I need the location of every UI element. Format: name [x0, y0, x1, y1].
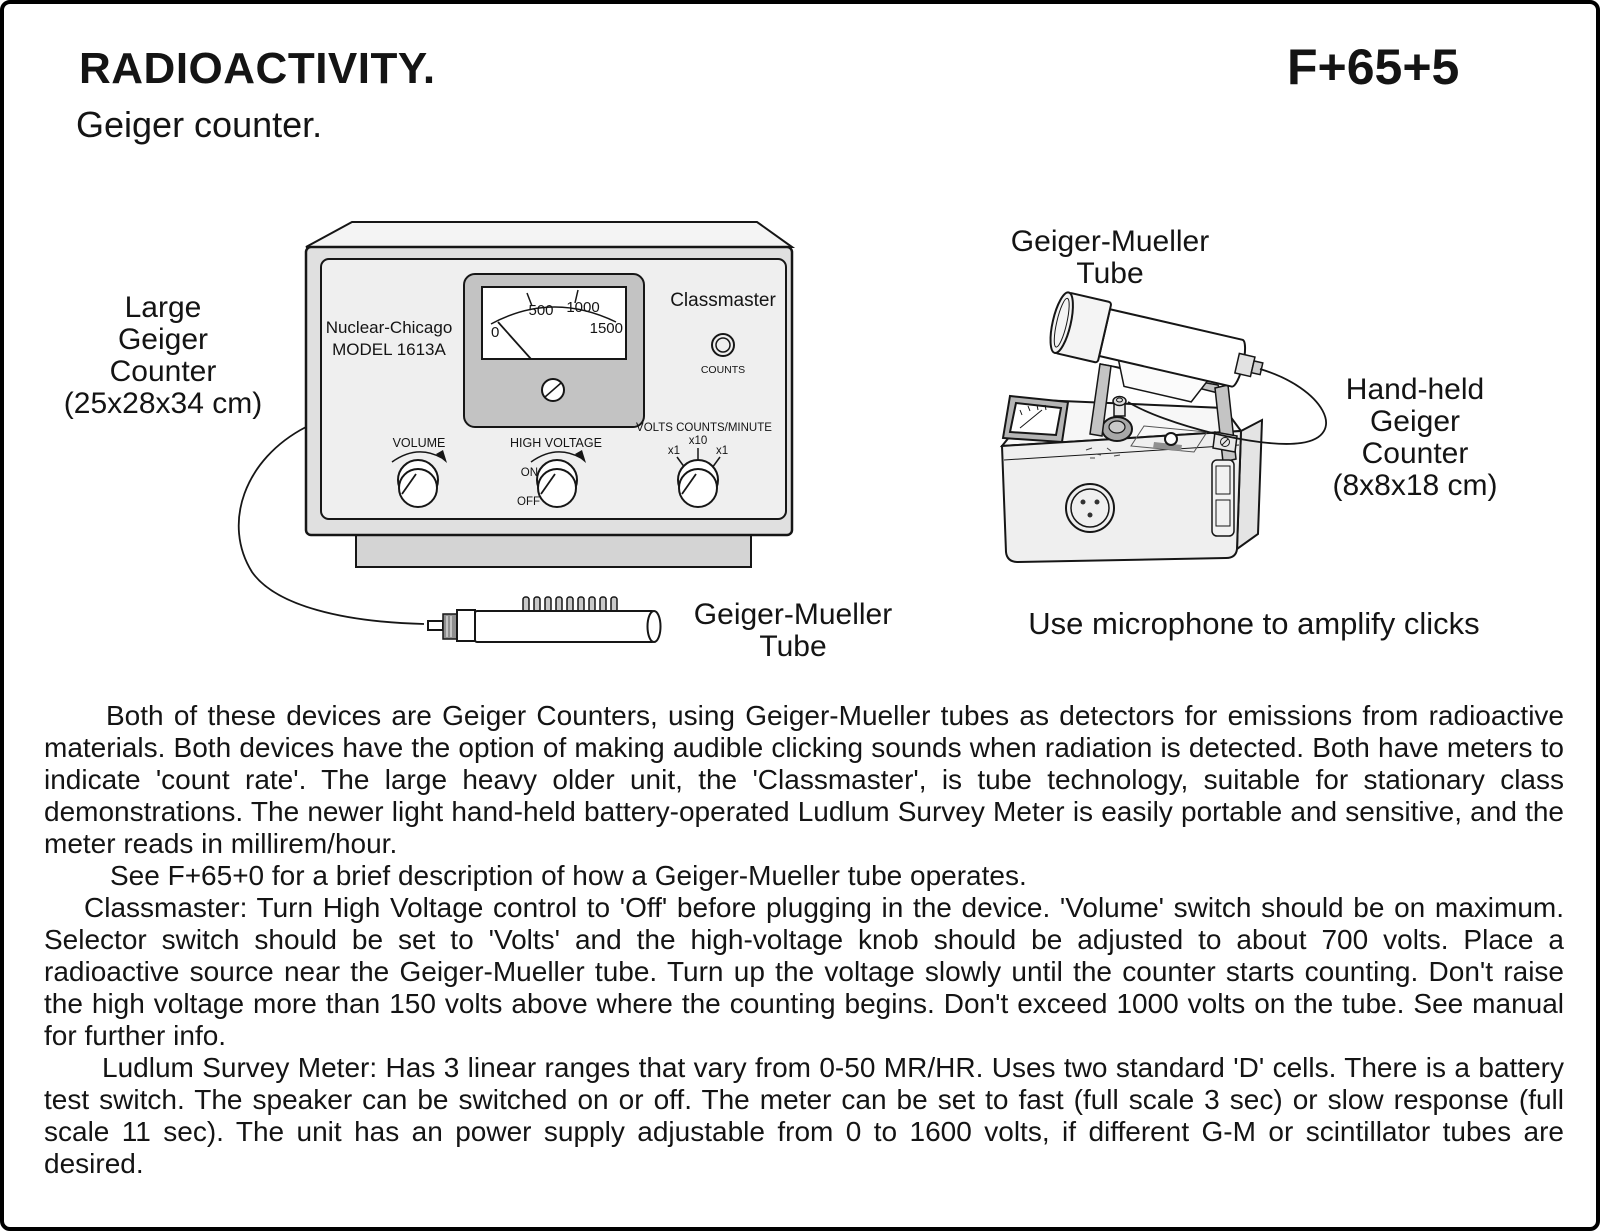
- counts-lamp: [711, 333, 735, 357]
- range-selector-knob: x1 x10 x1: [668, 435, 728, 508]
- selector-label: VOLTS COUNTS/MINUTE: [636, 422, 772, 434]
- volume-label: VOLUME: [393, 436, 446, 450]
- high-voltage-knob: HIGH VOLTAGE ON OFF: [510, 436, 602, 508]
- model-name: Classmaster: [670, 290, 776, 311]
- body-paragraph-ludlum: Ludlum Survey Meter: Has 3 linear ranges…: [44, 1052, 1564, 1179]
- handheld-counter-caption: Hand-held Geiger Counter (8x8x18 cm): [1332, 373, 1498, 502]
- gm-tube-caption-left: Geiger-Mueller Tube: [693, 598, 893, 663]
- meter-scale-500: 500: [528, 302, 553, 319]
- knob-pointer: [681, 473, 697, 495]
- box-front: [1000, 429, 1243, 564]
- tube-fins: [522, 596, 618, 613]
- connector-post: [1112, 395, 1127, 417]
- meter-scale-arc: [490, 306, 617, 325]
- meter-window: [481, 286, 627, 360]
- meter-scale-1000: 1000: [566, 299, 599, 316]
- large-counter-caption: Large Geiger Counter (25x28x34 cm): [63, 291, 263, 420]
- rotate-arrow-icon: [391, 451, 443, 463]
- side-latch: [1211, 459, 1235, 537]
- tube-end-cap: [1049, 291, 1074, 354]
- meter-needle: [497, 321, 532, 360]
- body-text: Both of these devices are Geiger Counter…: [44, 700, 1564, 1180]
- arrowhead: [436, 450, 447, 463]
- chassis-base: [355, 533, 752, 568]
- body-paragraph-reference: See F+65+0 for a brief description of ho…: [110, 860, 1027, 891]
- meter-tick: [574, 289, 579, 304]
- brand-name: Nuclear-Chicago: [326, 318, 453, 337]
- classmaster-unit-drawing: 0 500 1000 1500 Nuclear-Chicago MODEL 16…: [237, 221, 796, 625]
- knob-pointer: [540, 473, 556, 495]
- on-label: ON: [521, 467, 538, 479]
- screw-slot: [544, 382, 562, 398]
- tube-end: [646, 610, 662, 643]
- lid-rim: [1003, 444, 1240, 461]
- catalog-code: F+65+5: [1287, 39, 1460, 95]
- probe-cable: [237, 426, 425, 625]
- analog-meter: 0 500 1000 1500: [463, 273, 645, 428]
- gm-tube-probe: [427, 596, 662, 643]
- body-paragraph-overview: Both of these devices are Geiger Counter…: [44, 700, 1564, 859]
- gm-tube-caption-right: Geiger-Mueller Tube: [1010, 225, 1210, 290]
- figure-area: 0 500 1000 1500 Nuclear-Chicago MODEL 16…: [4, 184, 1596, 676]
- strap-hinge: [1212, 431, 1238, 453]
- tube-tip: [1250, 360, 1264, 376]
- high-voltage-label: HIGH VOLTAGE: [510, 436, 602, 450]
- meter-scale-1500: 1500: [590, 320, 623, 337]
- arrowhead: [575, 450, 586, 463]
- handheld-meter: [1001, 394, 1070, 444]
- knob-pointer: [401, 473, 417, 495]
- speaker-grille: [1065, 483, 1115, 533]
- page-subtitle: Geiger counter.: [76, 104, 323, 145]
- selector-x1-right: x1: [716, 445, 728, 457]
- meter-scale-0: 0: [491, 324, 499, 341]
- rotate-arrow-icon: [530, 451, 582, 463]
- handheld-unit-drawing: [999, 291, 1327, 564]
- handheld-gm-tube: [1049, 291, 1264, 403]
- cabinet-top: [305, 221, 796, 248]
- reset-button: [1164, 432, 1178, 446]
- microphone-note: Use microphone to amplify clicks: [1028, 606, 1480, 641]
- figure-drawing: 0 500 1000 1500 Nuclear-Chicago MODEL 16…: [237, 221, 1327, 643]
- tube-cable: [1127, 368, 1327, 445]
- counts-label: COUNTS: [701, 364, 745, 376]
- selector-x10: x10: [689, 435, 708, 447]
- page-title: RADIOACTIVITY.: [79, 44, 436, 93]
- volume-knob: VOLUME: [391, 436, 447, 508]
- selector-x1-left: x1: [668, 445, 680, 457]
- range-knob-cap: [1108, 420, 1126, 434]
- brand-model: MODEL 1613A: [332, 340, 446, 359]
- off-label: OFF: [517, 496, 540, 508]
- body-paragraph-classmaster: Classmaster: Turn High Voltage control t…: [44, 892, 1564, 1051]
- tube-body: [474, 610, 655, 643]
- meter-tick: [526, 292, 533, 307]
